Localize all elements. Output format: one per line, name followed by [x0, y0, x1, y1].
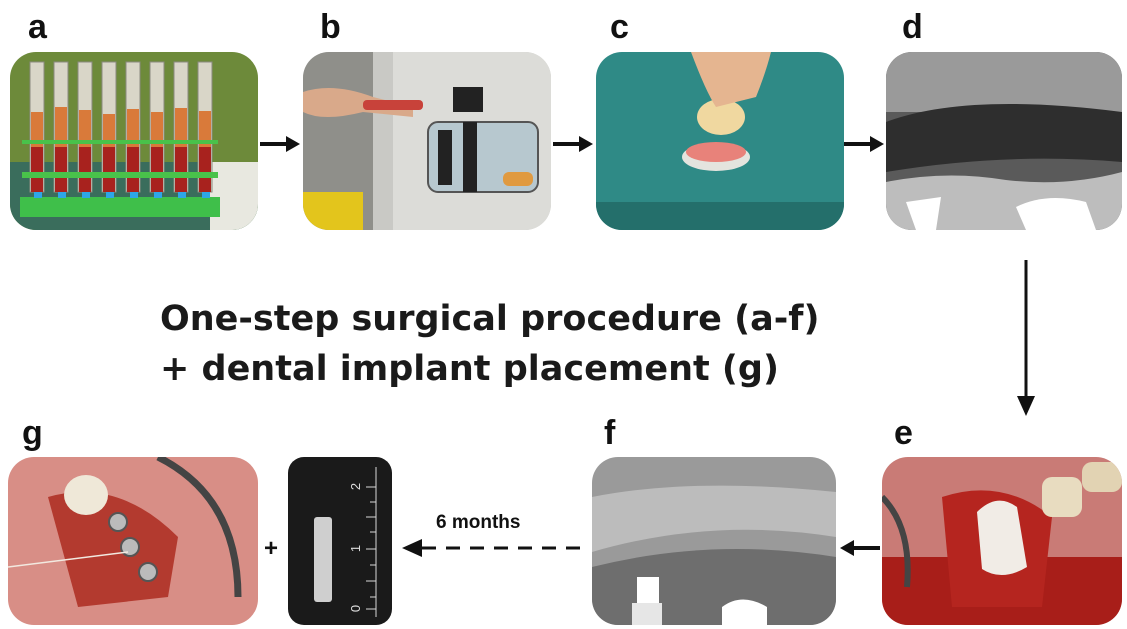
panel-letter-d: d [902, 10, 923, 44]
plus-sign: + [264, 535, 278, 563]
ruler-tick-1: 1 [348, 545, 363, 552]
ruler-tick-2: 2 [348, 483, 363, 490]
arrow-e-to-f [838, 538, 882, 558]
arrow-dashed-6-months [400, 538, 586, 558]
panel-letter-g: g [22, 416, 43, 450]
panel-letter-e: e [894, 416, 913, 450]
photo-e-surgery [882, 457, 1122, 625]
xray-d-preop [886, 52, 1122, 230]
arrow-a-to-b [258, 134, 302, 154]
arrow-c-to-d [842, 134, 886, 154]
photo-c-graft-dish [596, 52, 844, 230]
ruler-tick-0: 0 [348, 605, 363, 612]
xray-f-postop [592, 457, 836, 625]
panel-letter-f: f [604, 416, 615, 450]
interval-label: 6 months [436, 512, 520, 534]
photo-g-implants [8, 457, 258, 625]
panel-letter-a: a [28, 10, 47, 44]
arrow-d-to-e [1014, 260, 1038, 420]
panel-letter-b: b [320, 10, 341, 44]
photo-bone-core: 2 1 0 [288, 457, 392, 625]
title-line-2: + dental implant placement (g) [160, 352, 779, 387]
title-line-1: One-step surgical procedure (a-f) [160, 302, 819, 337]
arrow-b-to-c [551, 134, 595, 154]
photo-b-device [303, 52, 551, 230]
photo-a-syringes [10, 52, 258, 230]
panel-letter-c: c [610, 10, 629, 44]
